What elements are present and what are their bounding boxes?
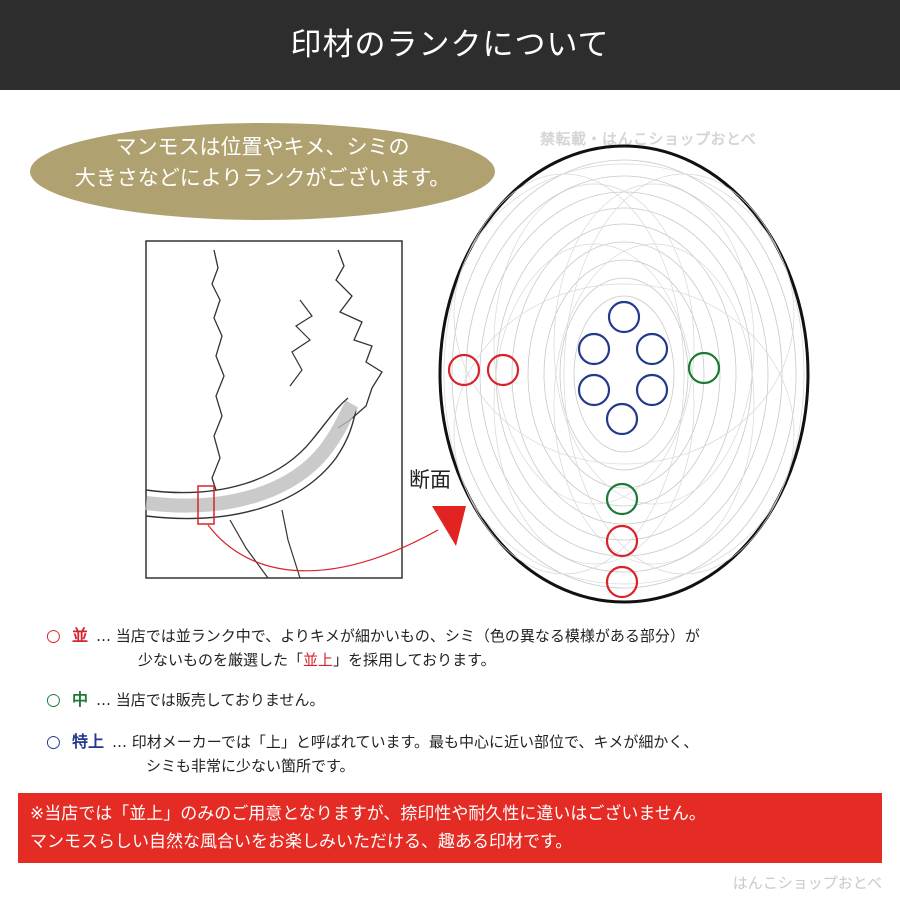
section-connector-line bbox=[207, 524, 439, 572]
legend-circle-icon: ○ bbox=[46, 732, 61, 752]
rank-tokujo-circle-3 bbox=[635, 332, 669, 366]
legend-text-post: 」を採用しております。 bbox=[333, 651, 496, 669]
rank-tokujo-circle-6 bbox=[605, 402, 639, 436]
page-title: 印材のランクについて bbox=[290, 27, 610, 63]
rank-tokujo-circle-5 bbox=[635, 373, 669, 407]
cross-section-ellipse bbox=[438, 144, 810, 604]
intro-line-1: マンモスは位置やキメ、シミの bbox=[115, 135, 410, 159]
footer-watermark: はんこショップおとべ bbox=[732, 874, 882, 892]
rank-nami-circle-3 bbox=[605, 524, 639, 558]
header-bar bbox=[0, 0, 900, 90]
legend-text-pre: 少ないものを厳選した「 bbox=[138, 651, 304, 669]
intro-line-2: 大きさなどによりランクがございます。 bbox=[74, 166, 451, 190]
intro-bubble bbox=[30, 123, 495, 220]
legend-key: 並 bbox=[72, 626, 89, 645]
legend-text: 印材メーカーでは「上」と呼ばれています。最も中心に近い部位で、キメが細かく、 bbox=[131, 733, 699, 751]
grain-weave bbox=[443, 163, 805, 585]
legend-item-tokujo: ○ 特上 … 印材メーカーでは「上」と呼ばれています。最も中心に近い部位で、キメが細… bbox=[46, 730, 698, 778]
legend-item-chu: ○ 中 … 当店では販売しておりません。 bbox=[46, 688, 324, 712]
section-arrow-icon bbox=[432, 506, 466, 546]
mammoth-left-contour bbox=[211, 249, 225, 491]
mammoth-leg-line-1 bbox=[229, 519, 269, 579]
intro-bubble-text: マンモスは位置やキメ、シミの 大きさなどによりランクがございます。 bbox=[30, 132, 495, 194]
legend-item-nami: ○ 並 … 当店では並ランク中で、よりキメが細かいもの、シミ（色の異なる模様がある部… bbox=[46, 624, 700, 672]
rank-tokujo-circle-4 bbox=[577, 373, 611, 407]
rank-nami-circle-1 bbox=[447, 353, 481, 387]
mammoth-leg-line-2 bbox=[281, 509, 301, 579]
rank-nami-circle-4 bbox=[605, 565, 639, 599]
section-label: 断面 bbox=[409, 468, 451, 492]
notice-banner bbox=[18, 793, 882, 863]
notice-line-2: マンモスらしい自然な風合いをお楽しみいただける、趣ある印材です。 bbox=[30, 832, 573, 852]
rank-circles bbox=[447, 300, 721, 599]
section-marker-box bbox=[197, 485, 215, 525]
rank-tokujo-circle-1 bbox=[607, 300, 641, 334]
notice-line-1: ※当店では「並上」のみのご用意となりますが、捺印性や耐久性に違いはございません。 bbox=[30, 804, 706, 824]
watermark-top-right: 禁転載・はんこショップおとべ bbox=[540, 130, 757, 148]
legend-text: 当店では販売しておりません。 bbox=[115, 691, 325, 709]
tusk-fill bbox=[145, 400, 359, 513]
legend-text-emphasis: 並上 bbox=[303, 651, 334, 669]
tusk-inner-edge bbox=[145, 409, 357, 520]
rank-tokujo-circle-2 bbox=[577, 332, 611, 366]
legend-key: 特上 bbox=[72, 732, 105, 751]
rank-chu-circle-2 bbox=[605, 482, 639, 516]
tusk-outer-edge bbox=[145, 397, 349, 494]
notice-text: ※当店では「並上」のみのご用意となりますが、捺印性や耐久性に違いはございません。… bbox=[30, 800, 875, 856]
rank-nami-circle-2 bbox=[486, 353, 520, 387]
legend-key: 中 bbox=[72, 690, 89, 709]
mammoth-head-contour bbox=[335, 249, 383, 429]
legend-circle-icon: ○ bbox=[46, 690, 61, 710]
legend-separator: … bbox=[112, 733, 128, 751]
mammoth-fur-line bbox=[289, 299, 313, 387]
legend-text-continued: 少ないものを厳選した「並上」を採用しております。 bbox=[46, 648, 700, 672]
rank-chu-circle-1 bbox=[687, 351, 721, 385]
legend-circle-icon: ○ bbox=[46, 626, 61, 646]
sketch-frame bbox=[145, 240, 403, 579]
legend-separator: … bbox=[96, 627, 112, 645]
legend-text-continued: シミも非常に少ない箇所です。 bbox=[146, 757, 355, 775]
legend-text: 当店では並ランク中で、よりキメが細かいもの、シミ（色の異なる模様がある部分）が bbox=[115, 627, 700, 645]
legend-separator: … bbox=[96, 691, 112, 709]
